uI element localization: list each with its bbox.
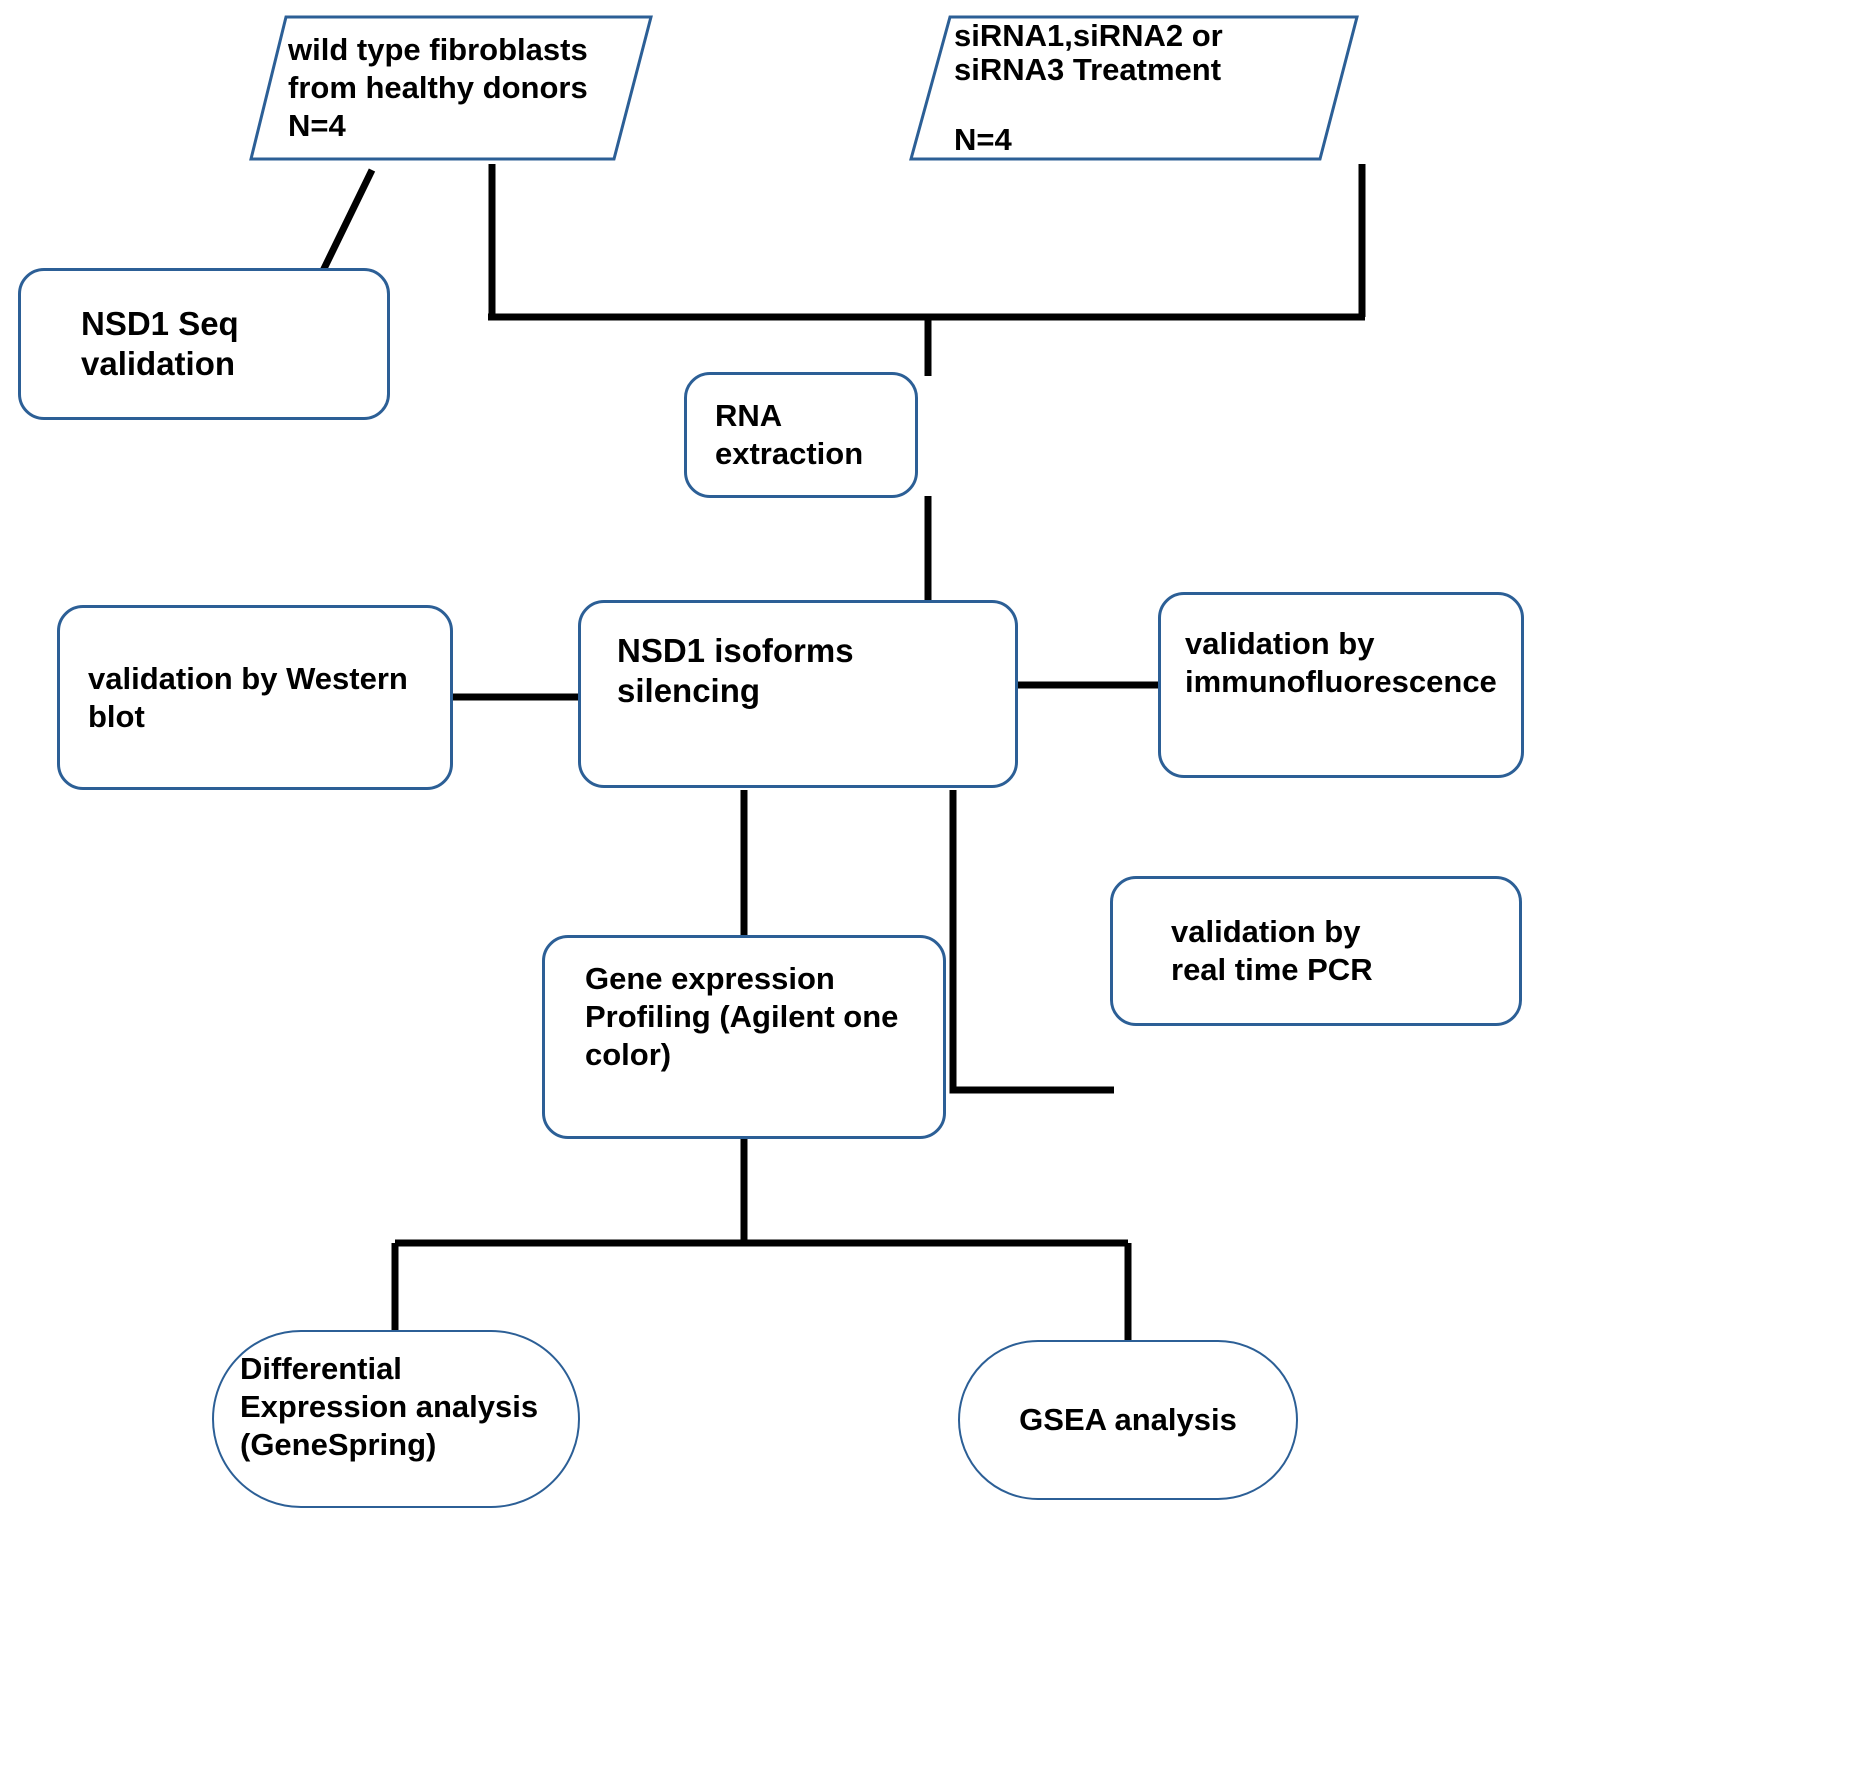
node-validation-immunofluorescence[interactable]: validation by immunofluorescence xyxy=(1158,592,1524,778)
node-label-gsea-analysis: GSEA analysis xyxy=(1019,1402,1237,1438)
node-rna-extraction[interactable]: RNA extraction xyxy=(684,372,918,498)
node-gsea-analysis[interactable]: GSEA analysis xyxy=(958,1340,1298,1500)
node-nsd1-isoforms-silencing[interactable]: NSD1 isoforms silencing xyxy=(578,600,1018,788)
node-validation-western-blot[interactable]: validation by Western blot xyxy=(57,605,453,790)
node-differential-expression-analysis[interactable]: Differential Expression analysis (GeneSp… xyxy=(212,1330,580,1508)
connector-silencing-to-pcr xyxy=(949,790,1114,1094)
trapezoid-outline-sirna-treatment xyxy=(908,14,1360,162)
trapezoid-outline-wild-type xyxy=(248,14,654,162)
node-nsd1-seq-validation[interactable]: NSD1 Seq validation xyxy=(18,268,390,420)
node-label-validation-real-time-pcr: validation by real time PCR xyxy=(1171,914,1373,987)
node-label-validation-immunofluorescence: validation by immunofluorescence xyxy=(1185,626,1497,699)
node-label-validation-western-blot: validation by Western blot xyxy=(88,660,408,734)
node-sirna-treatment[interactable]: siRNA1,siRNA2 or siRNA3 Treatment N=4 xyxy=(908,14,1360,162)
node-wild-type-fibroblasts[interactable]: wild type fibroblasts from healthy donor… xyxy=(248,14,654,162)
node-validation-real-time-pcr[interactable]: validation by real time PCR xyxy=(1110,876,1522,1026)
node-label-wild-type-fibroblasts: wild type fibroblasts from healthy donor… xyxy=(288,32,588,143)
node-label-sirna-treatment: siRNA1,siRNA2 or siRNA3 Treatment N=4 xyxy=(954,17,1223,157)
node-label-nsd1-seq-validation: NSD1 Seq validation xyxy=(81,304,239,382)
node-label-nsd1-isoforms-silencing: NSD1 isoforms silencing xyxy=(617,632,854,710)
node-label-gene-expression-profiling: Gene expression Profiling (Agilent one c… xyxy=(585,961,899,1072)
node-label-differential-expression-analysis: Differential Expression analysis (GeneSp… xyxy=(240,1351,539,1462)
node-gene-expression-profiling[interactable]: Gene expression Profiling (Agilent one c… xyxy=(542,935,946,1139)
node-label-rna-extraction: RNA extraction xyxy=(715,398,864,471)
